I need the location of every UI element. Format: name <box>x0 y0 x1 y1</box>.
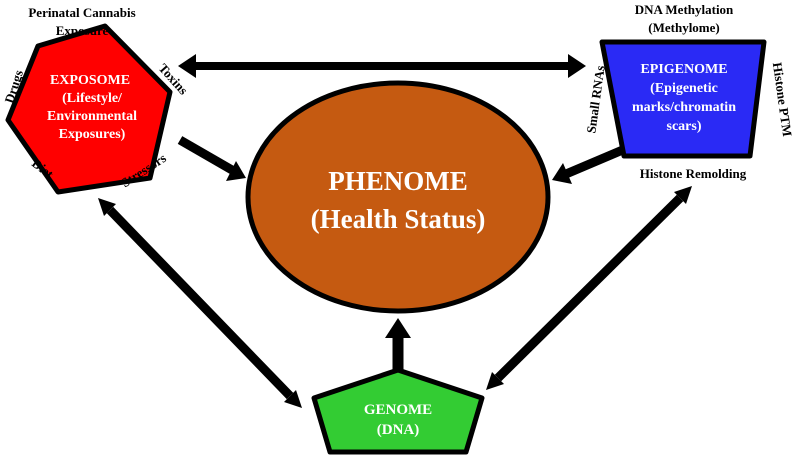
genome-node: GENOME (DNA) <box>311 367 485 455</box>
exposome-line-4: Exposures) <box>59 127 126 142</box>
arrow-genome-phenome <box>385 318 411 370</box>
genome-subtitle: (DNA) <box>377 422 420 438</box>
phenome-title: PHENOME <box>328 166 468 196</box>
epigenome-line-2: (Epigenetic <box>650 81 718 96</box>
arrow-exposome-genome <box>98 198 302 408</box>
epigenome-shape <box>599 39 767 159</box>
exposome-title: EXPOSOME <box>50 73 130 88</box>
epigenome-label-histone-remolding: Histone Remolding <box>640 166 747 181</box>
arrow-epigenome-genome <box>486 186 692 390</box>
epigenome-label-histone-ptm: Histone PTM <box>770 61 795 137</box>
epigenome-top-label-line-2: (Methylome) <box>648 20 719 35</box>
exposome-node: EXPOSOME (Lifestyle/ Environmental Expos… <box>5 23 173 195</box>
phenome-node: PHENOME (Health Status) <box>245 80 551 314</box>
phenome-subtitle: (Health Status) <box>311 204 486 234</box>
epigenome-label-small-rnas: Small RNAs <box>583 65 607 135</box>
genome-shape <box>311 367 485 455</box>
exposome-line-2: (Lifestyle/ <box>62 91 123 106</box>
genome-title: GENOME <box>364 402 432 418</box>
epigenome-title: EPIGENOME <box>640 62 727 77</box>
epigenome-node: EPIGENOME (Epigenetic marks/chromatin sc… <box>599 39 767 159</box>
epigenome-line-3: marks/chromatin <box>632 100 736 115</box>
arrow-exposome-epigenome <box>178 54 586 78</box>
exposome-top-label-line-1: Perinatal Cannabis <box>28 5 135 20</box>
exposome-line-3: Environmental <box>47 109 137 124</box>
exposome-shape <box>5 23 173 195</box>
arrow-epigenome-phenome <box>552 141 634 184</box>
epigenome-top-label-line-1: DNA Methylation <box>635 2 734 17</box>
phenome-shape <box>245 80 551 314</box>
arrow-exposome-phenome <box>177 136 246 181</box>
epigenome-line-4: scars) <box>667 119 702 134</box>
exposome-top-label-line-2: Exposure <box>56 23 109 38</box>
